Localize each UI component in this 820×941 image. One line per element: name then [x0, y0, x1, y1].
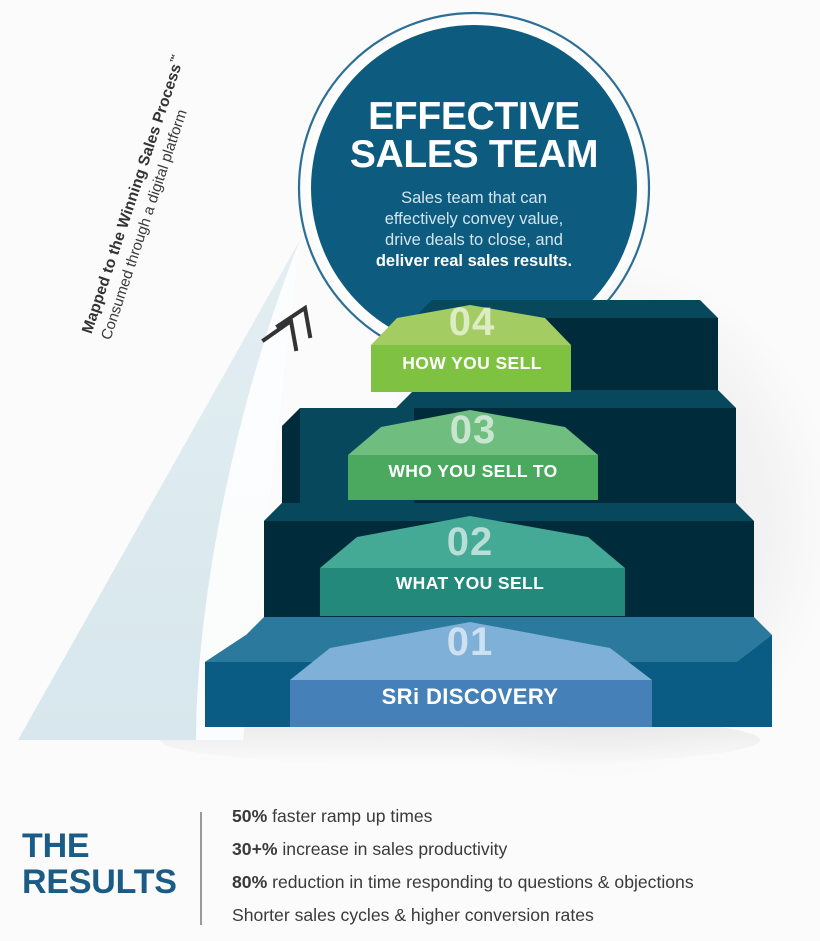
- headline-circle: [311, 25, 637, 351]
- step-top-2: [320, 516, 625, 568]
- result-item-text: Shorter sales cycles & higher conversion…: [232, 905, 594, 926]
- step-front-3: [348, 455, 598, 500]
- riser-left-tread-2: [264, 503, 396, 521]
- result-item: Shorter sales cycles & higher conversion…: [232, 905, 812, 926]
- step-front-4: [371, 345, 571, 392]
- result-item-lead: 80%: [232, 872, 268, 893]
- riser-tread-2: [378, 503, 754, 521]
- step-front-1: [290, 680, 652, 727]
- results-divider: [200, 812, 202, 925]
- results-section: THE RESULTS 50% faster ramp up times 30+…: [0, 800, 820, 941]
- result-item-text: increase in sales productivity: [277, 839, 508, 860]
- result-item: 80% reduction in time responding to ques…: [232, 872, 812, 893]
- result-item-text: faster ramp up times: [267, 806, 433, 826]
- step-top-1: [290, 622, 652, 680]
- results-list: 50% faster ramp up times 30+% increase i…: [232, 806, 812, 940]
- step-front-2: [320, 568, 625, 616]
- riser-tread-3: [396, 390, 736, 408]
- double-chevron-up-right-icon: [261, 304, 313, 352]
- result-item-text: reduction in time responding to question…: [267, 872, 694, 893]
- result-item-lead: 30+%: [232, 839, 278, 860]
- base-tread: [246, 617, 772, 635]
- result-item: 50% faster ramp up times: [232, 806, 812, 826]
- results-heading: THE RESULTS: [22, 828, 192, 900]
- wedge-swoosh: [196, 240, 300, 740]
- result-item: 30+% increase in sales productivity: [232, 839, 812, 860]
- result-item-lead: 50%: [232, 806, 268, 826]
- step-top-3: [348, 410, 598, 455]
- step-top-4: [371, 305, 571, 345]
- results-heading-line2: RESULTS: [22, 863, 177, 902]
- riser-left-col-3: [282, 408, 300, 503]
- results-heading-line1: THE: [22, 827, 90, 865]
